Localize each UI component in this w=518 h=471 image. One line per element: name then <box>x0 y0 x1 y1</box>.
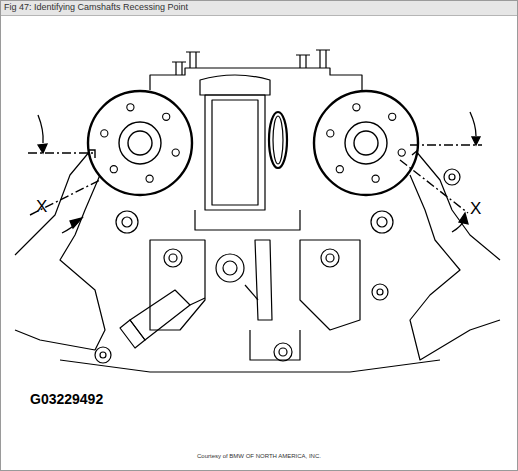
bolt-hole <box>336 166 343 173</box>
figure-caption: Courtesy of BMW OF NORTH AMERICA, INC. <box>197 452 321 460</box>
dimension-label: X <box>36 198 47 215</box>
bolt-hole <box>101 130 108 137</box>
bolt-hole <box>163 113 170 120</box>
figure-code: G03229492 <box>30 392 103 406</box>
dimension-label: X <box>470 200 481 217</box>
figure-title: Fig 47: Identifying Camshafts Recessing … <box>4 2 188 13</box>
bolt-hole <box>146 175 153 182</box>
bolt-hole <box>327 130 334 137</box>
bolt-hole <box>353 104 360 111</box>
bolt-hole <box>389 113 396 120</box>
bolt-hole <box>372 175 379 182</box>
bolt-hole <box>398 149 405 156</box>
bolt-hole <box>110 166 117 173</box>
bolt-hole <box>172 149 179 156</box>
bolt-hole <box>127 104 134 111</box>
